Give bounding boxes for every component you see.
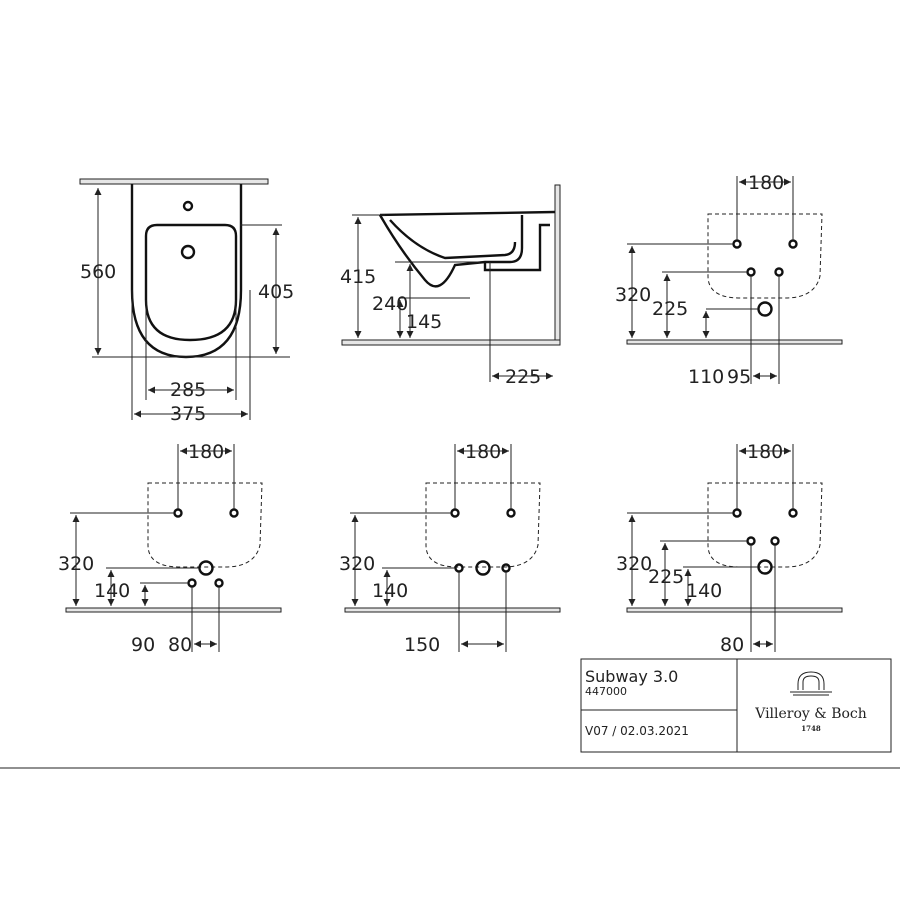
side-view-outline bbox=[378, 210, 556, 288]
title-block: Subway 3.0 447000 V07 / 02.03.2021 Ville… bbox=[580, 658, 892, 753]
dim-top-bowl-width: 285 bbox=[170, 379, 206, 401]
brand-year: 1748 bbox=[801, 724, 821, 733]
supply-hole-icon bbox=[774, 267, 784, 277]
side-view: 415 240 145 225 bbox=[340, 184, 561, 388]
dim-top-bowl-length: 405 bbox=[258, 281, 294, 303]
dim-rear-1-fixing-spacing: 180 bbox=[748, 172, 784, 194]
villeroy-boch-logo-icon: Villeroy & Boch 1748 bbox=[754, 671, 867, 733]
dim-rear-3-supply-spacing: 150 bbox=[404, 634, 440, 656]
rear-3-outline bbox=[425, 482, 541, 568]
fixing-hole-icon bbox=[788, 508, 798, 518]
rear-4-floor bbox=[626, 607, 843, 613]
dim-rear-1-supply-offset: 110 bbox=[688, 366, 724, 388]
rear-2-outline bbox=[147, 482, 263, 568]
dim-rear-1-fixing-height: 320 bbox=[615, 284, 651, 306]
dim-side-projection: 225 bbox=[505, 366, 541, 388]
side-view-trap bbox=[483, 223, 550, 272]
rear-view-4: 180 320 225 140 80 bbox=[616, 441, 843, 656]
rear-view-3: 180 320 140 150 bbox=[339, 441, 561, 656]
dim-rear-3-supply-height: 140 bbox=[372, 580, 408, 602]
dim-rear-4-outlet-height: 140 bbox=[686, 580, 722, 602]
dim-rear-2-fixing-height: 320 bbox=[58, 553, 94, 575]
rear-4-outline bbox=[707, 482, 823, 568]
dim-rear-4-fixing-height: 320 bbox=[616, 553, 652, 575]
top-view: 560 405 285 375 bbox=[79, 178, 294, 425]
dim-rear-4-outlet-offset: 80 bbox=[720, 634, 744, 656]
dim-rear-2-supply-height: 140 bbox=[94, 580, 130, 602]
product-name: Subway 3.0 bbox=[585, 667, 678, 686]
dim-rear-4-supply-height: 225 bbox=[648, 566, 684, 588]
dim-rear-2-fixing-spacing: 180 bbox=[188, 441, 224, 463]
dim-rear-1-supply-height: 225 bbox=[652, 298, 688, 320]
side-view-wall bbox=[554, 184, 561, 343]
outlet-hole-icon bbox=[198, 560, 214, 576]
drain-hole-icon bbox=[180, 244, 196, 260]
supply-hole-icon bbox=[187, 578, 197, 588]
dim-rear-2-waste-offset: 80 bbox=[168, 634, 192, 656]
rear-view-1: 180 320 225 110 95 bbox=[615, 172, 843, 388]
supply-hole-icon bbox=[770, 536, 780, 546]
supply-hole-icon bbox=[214, 578, 224, 588]
outlet-hole-icon bbox=[475, 560, 491, 576]
rear-3-floor bbox=[344, 607, 561, 613]
dim-top-length: 560 bbox=[80, 261, 116, 283]
fixing-hole-icon bbox=[788, 239, 798, 249]
side-view-bowl bbox=[389, 219, 517, 260]
dim-side-outlet-height: 240 bbox=[372, 293, 408, 315]
brand-name: Villeroy & Boch bbox=[754, 706, 867, 722]
supply-hole-icon bbox=[746, 267, 756, 277]
rear-view-2: 180 320 140 90 80 bbox=[58, 441, 282, 656]
supply-hole-icon bbox=[746, 536, 756, 546]
fixing-hole-icon bbox=[450, 508, 460, 518]
rear-1-floor bbox=[626, 339, 843, 345]
dim-rear-3-fixing-height: 320 bbox=[339, 553, 375, 575]
tap-hole-icon bbox=[182, 200, 194, 212]
rear-1-outline bbox=[707, 213, 823, 299]
supply-hole-icon bbox=[501, 563, 511, 573]
title-block-frame bbox=[580, 658, 892, 753]
rear-2-floor bbox=[65, 607, 282, 613]
fixing-hole-icon bbox=[173, 508, 183, 518]
fixing-hole-icon bbox=[506, 508, 516, 518]
dim-top-width: 375 bbox=[170, 403, 206, 425]
article-number: 447000 bbox=[585, 685, 627, 698]
dim-side-supply-height: 145 bbox=[406, 311, 442, 333]
outlet-hole-icon bbox=[757, 559, 773, 575]
top-view-bowl bbox=[144, 223, 238, 342]
fixing-hole-icon bbox=[732, 239, 742, 249]
top-view-wall bbox=[79, 178, 269, 185]
fixing-hole-icon bbox=[732, 508, 742, 518]
supply-hole-icon bbox=[454, 563, 464, 573]
dim-rear-4-fixing-spacing: 180 bbox=[747, 441, 783, 463]
dim-rear-1-outlet-offset: 95 bbox=[727, 366, 751, 388]
side-view-floor bbox=[341, 339, 561, 346]
dim-side-height: 415 bbox=[340, 266, 376, 288]
dim-rear-3-fixing-spacing: 180 bbox=[465, 441, 501, 463]
fixing-hole-icon bbox=[229, 508, 239, 518]
dim-rear-2-waste-height: 90 bbox=[131, 634, 155, 656]
version-date: V07 / 02.03.2021 bbox=[585, 724, 689, 738]
outlet-hole-icon bbox=[757, 301, 773, 317]
